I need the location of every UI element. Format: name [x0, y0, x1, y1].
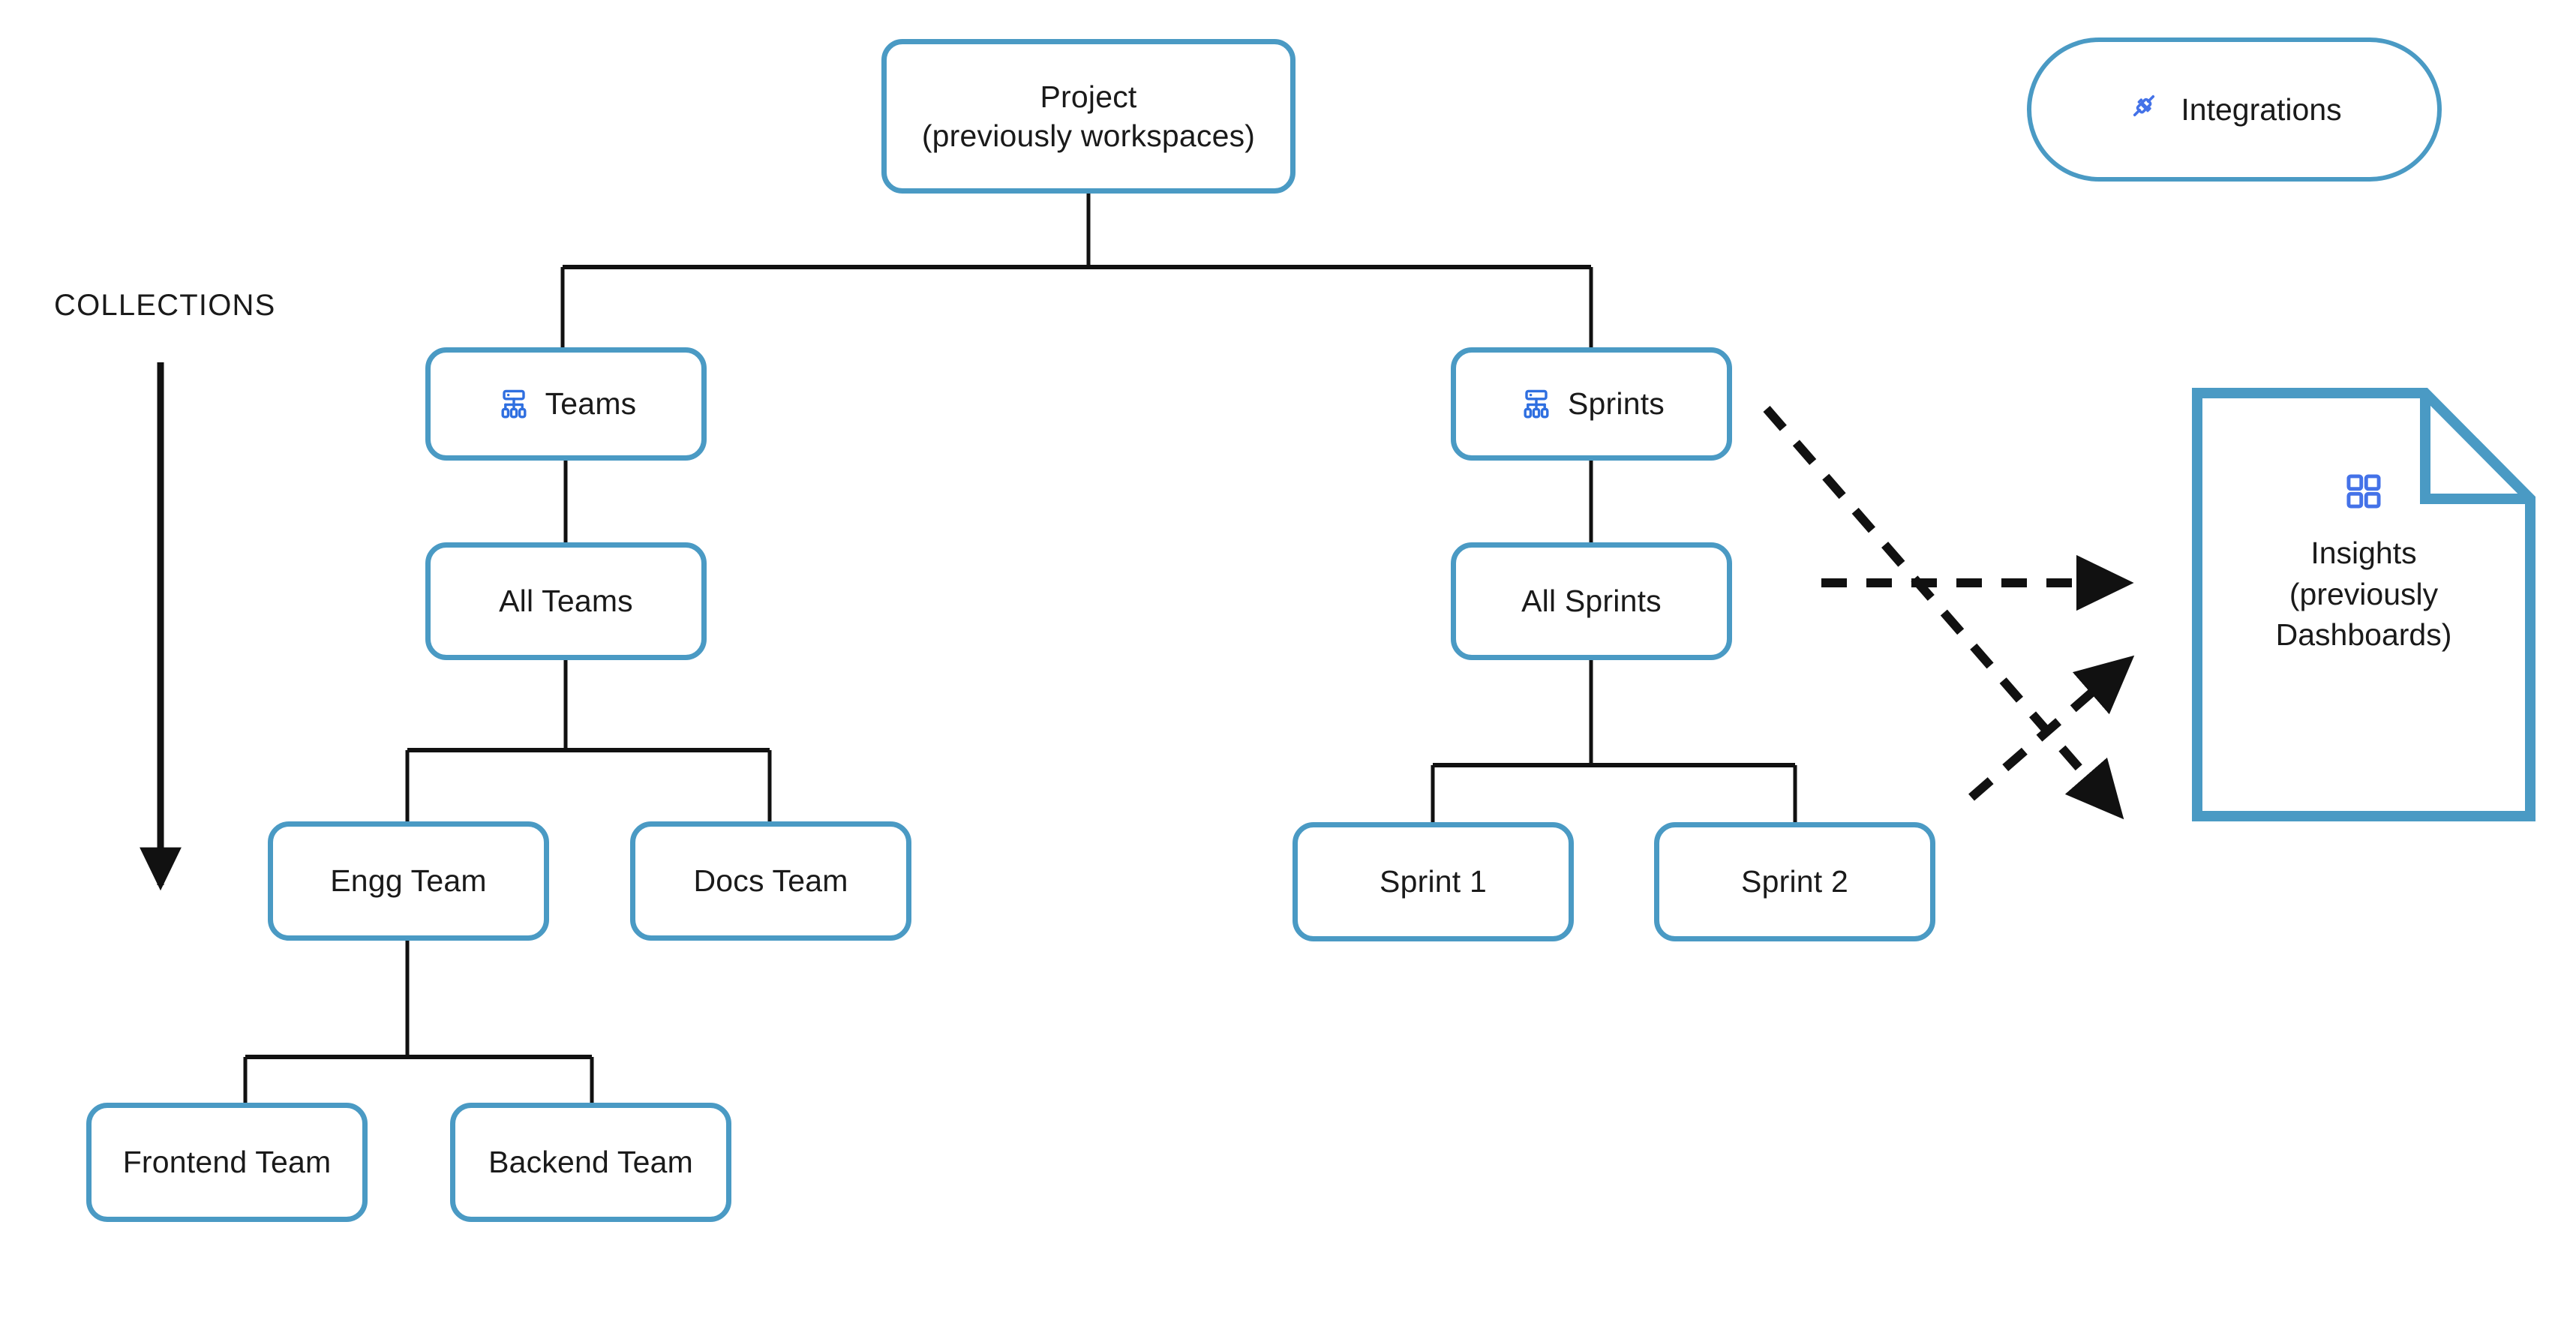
node-sprint-2-label: Sprint 2 [1741, 864, 1848, 899]
node-sprint-2[interactable]: Sprint 2 [1654, 822, 1935, 941]
node-all-sprints-label: All Sprints [1521, 584, 1662, 619]
node-teams-label: Teams [545, 386, 637, 422]
node-sprints-label: Sprints [1567, 386, 1665, 422]
insights-document-shape [2192, 388, 2535, 821]
node-frontend-team-label: Frontend Team [122, 1145, 332, 1180]
dashed-arrow-sprintrow-to-insights [1968, 655, 2135, 801]
collections-caption: COLLECTIONS [54, 289, 276, 322]
node-all-teams[interactable]: All Teams [425, 542, 707, 660]
node-project-label: Project (previously workspaces) [921, 79, 1256, 153]
node-docs-team[interactable]: Docs Team [630, 821, 911, 941]
node-project[interactable]: Project (previously workspaces) [881, 39, 1296, 194]
node-engg-team[interactable]: Engg Team [268, 821, 549, 941]
node-insights[interactable]: Insights (previously Dashboards) [2190, 386, 2537, 823]
dashed-arrow-sprints-to-insights [1763, 406, 2124, 820]
node-engg-team-label: Engg Team [330, 863, 487, 899]
node-all-sprints[interactable]: All Sprints [1451, 542, 1732, 660]
integrations-pill[interactable]: Integrations [2027, 38, 2442, 182]
plug-connector-icon [2127, 89, 2161, 131]
node-backend-team[interactable]: Backend Team [450, 1103, 731, 1222]
node-sprint-1-label: Sprint 1 [1380, 864, 1487, 899]
node-teams[interactable]: Teams [425, 347, 707, 461]
hierarchy-icon [496, 386, 532, 422]
integrations-label: Integrations [2181, 92, 2342, 127]
node-sprint-1[interactable]: Sprint 1 [1293, 822, 1574, 941]
node-frontend-team[interactable]: Frontend Team [86, 1103, 368, 1222]
node-sprints[interactable]: Sprints [1451, 347, 1732, 461]
node-docs-team-label: Docs Team [693, 863, 848, 899]
node-all-teams-label: All Teams [499, 584, 633, 619]
hierarchy-icon [1518, 386, 1554, 422]
node-backend-team-label: Backend Team [488, 1145, 693, 1180]
